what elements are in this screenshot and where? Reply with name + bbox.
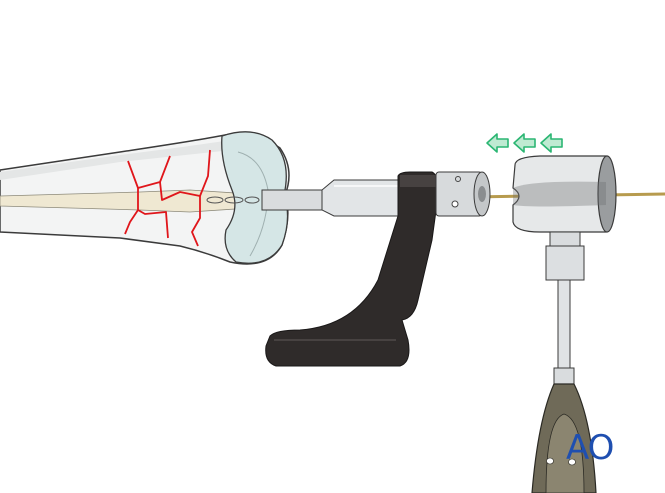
- slotted-hammer-head: [512, 155, 617, 233]
- insertion-handle: [265, 171, 439, 367]
- arrow-left-icon: [540, 133, 563, 153]
- direction-arrows: [486, 133, 563, 153]
- arrow-left-icon: [513, 133, 536, 153]
- femur-bone: [0, 131, 290, 265]
- insertion-connector: [261, 179, 401, 217]
- fracture-lines: [124, 149, 211, 247]
- arrow-left-icon: [486, 133, 509, 153]
- hammer: [531, 231, 597, 493]
- locking-nut: [435, 171, 491, 217]
- ao-logo: AO: [566, 428, 614, 468]
